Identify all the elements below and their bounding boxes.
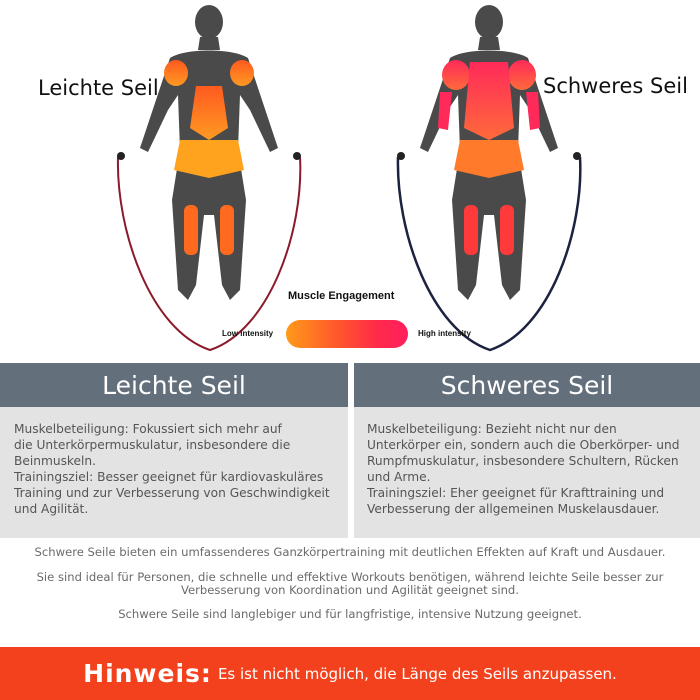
summary-line-2a: Sie sind ideal für Personen, die schnell… — [36, 570, 664, 584]
heavy-rope-figure — [396, 5, 582, 352]
back-left — [190, 86, 228, 140]
description-line: Verbesserung der allgemeinen Muskelausda… — [367, 502, 660, 516]
shoulder-right-a — [442, 60, 470, 90]
shoulder-left-a — [164, 60, 188, 86]
head-left — [195, 5, 223, 39]
low-intensity-label: Low intensity — [222, 329, 274, 338]
description-line: Trainingsziel: Eher geeignet für Krafttr… — [367, 486, 665, 500]
description-line: und Arme. — [367, 470, 431, 484]
engagement-title: Muscle Engagement — [288, 290, 395, 302]
calf-right-a — [464, 205, 478, 255]
light-rope-header: Leichte Seil — [0, 363, 348, 407]
head-right — [475, 5, 503, 39]
summary-line-1: Schwere Seile bieten ein umfassenderes G… — [34, 545, 666, 559]
calf-left-a — [184, 205, 198, 255]
description-line: Trainingsziel: Besser geeignet für kardi… — [14, 470, 324, 484]
light-rope — [116, 156, 302, 352]
light-rope-description: Muskelbeteiligung: Fokussiert sich mehr … — [0, 407, 348, 538]
description-line: die Unterkörpermuskulatur, insbesondere … — [14, 438, 291, 452]
summary-line-2b: Verbesserung von Koordination und Agilit… — [181, 583, 519, 597]
back-right — [464, 62, 514, 140]
footer-banner: Hinweis: Es ist nicht möglich, die Länge… — [0, 647, 700, 700]
shoulder-left-b — [230, 60, 254, 86]
muscle-comparison-illustration — [116, 5, 582, 352]
calf-left-b — [220, 205, 234, 255]
footer-label: Hinweis: — [83, 659, 212, 688]
light-rope-figure — [116, 5, 302, 352]
heavy-rope-description: Muskelbeteiligung: Bezieht nicht nur den… — [354, 407, 700, 538]
description-line: Training und zur Verbesserung von Geschw… — [14, 486, 330, 500]
description-line: Beinmuskeln. — [14, 454, 97, 468]
description-line: Unterkörper ein, sondern auch die Oberkö… — [367, 438, 680, 452]
description-line: Muskelbeteiligung: Bezieht nicht nur den — [367, 422, 617, 436]
glutes-left — [174, 140, 244, 178]
heavy-rope — [396, 156, 582, 352]
glutes-right — [454, 140, 524, 178]
summary-line-3: Schwere Seile sind langlebiger und für l… — [118, 607, 582, 621]
summary-line-2: Sie sind ideal für Personen, die schnell… — [0, 571, 700, 597]
illustration-area: Leichte Seil Schweres Seil Muscle Engage… — [38, 5, 688, 352]
intensity-gradient-bar — [286, 320, 408, 348]
description-line: Muskelbeteiligung: Fokussiert sich mehr … — [14, 422, 282, 436]
shoulder-right-b — [508, 60, 536, 90]
heavy-rope-label: Schweres Seil — [543, 74, 688, 98]
calf-right-b — [500, 205, 514, 255]
footer-text: Es ist nicht möglich, die Länge des Seil… — [217, 664, 617, 683]
description-line: Rumpfmuskulatur, insbesondere Schultern,… — [367, 454, 679, 468]
heavy-rope-header: Schweres Seil — [354, 363, 700, 407]
high-intensity-label: High intensity — [418, 329, 471, 338]
light-rope-label: Leichte Seil — [38, 76, 159, 100]
description-line: und Agilität. — [14, 502, 89, 516]
